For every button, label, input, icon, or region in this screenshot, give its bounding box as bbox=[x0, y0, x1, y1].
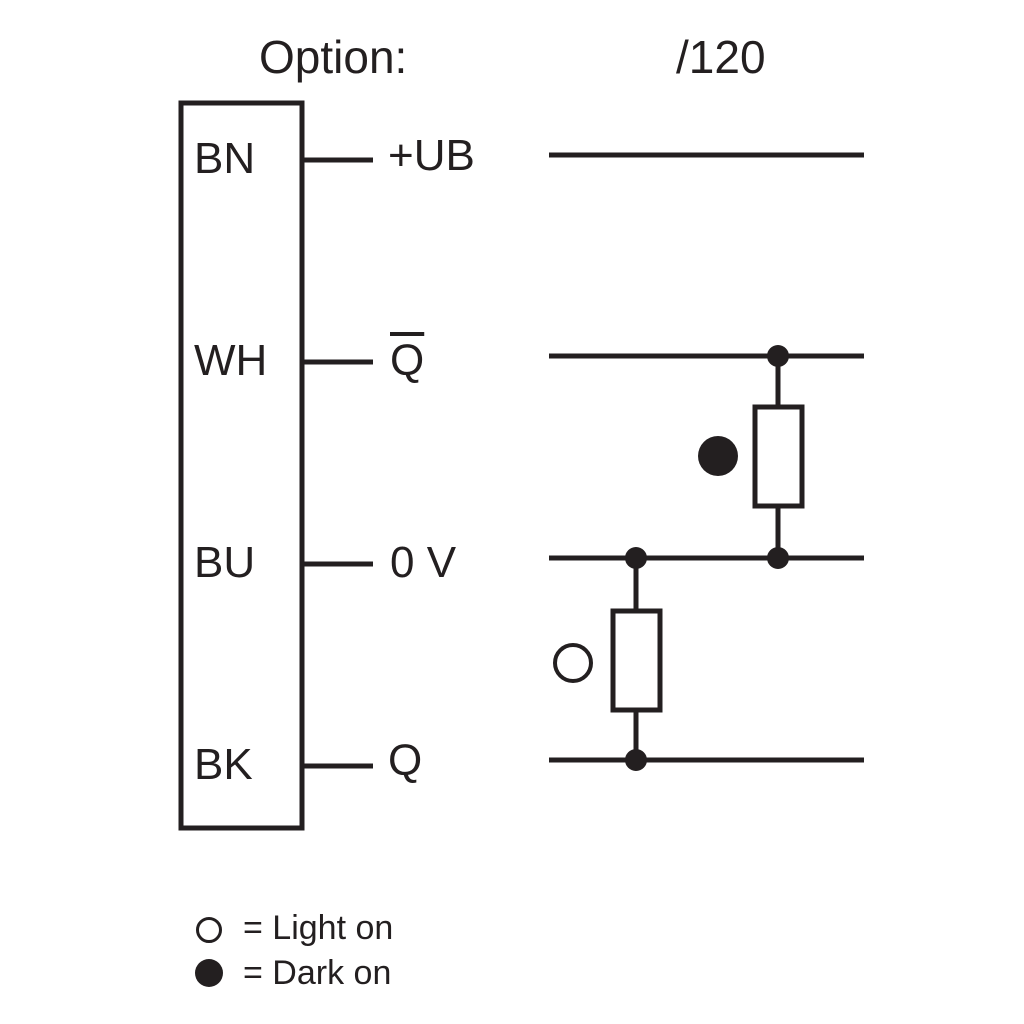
pin-label-wh: WH bbox=[194, 336, 268, 385]
filled-circle-icon bbox=[698, 436, 738, 476]
pin-label-bk: BK bbox=[194, 740, 253, 789]
filled-circle-icon bbox=[195, 959, 223, 987]
pin-label-bu: BU bbox=[194, 538, 256, 587]
junction-dot bbox=[767, 345, 789, 367]
load-resistor-dark-on bbox=[752, 404, 805, 509]
load-resistor-light-on bbox=[610, 608, 663, 713]
junction-dot bbox=[625, 547, 647, 569]
junction-dot bbox=[767, 547, 789, 569]
signal-label-ub: +UB bbox=[388, 131, 475, 180]
legend-dark-on: = Dark on bbox=[243, 954, 392, 992]
junction-dot bbox=[625, 749, 647, 771]
option-value: /120 bbox=[676, 31, 766, 83]
open-circle-icon bbox=[553, 643, 593, 683]
sensor-body bbox=[178, 100, 305, 831]
signal-label-q: Q bbox=[388, 736, 423, 785]
signal-label-q-bar: Q bbox=[390, 336, 425, 385]
signal-label-0v: 0 V bbox=[390, 538, 457, 587]
legend-light-on: = Light on bbox=[243, 909, 394, 947]
pin-label-bn: BN bbox=[194, 134, 256, 183]
option-label: Option: bbox=[259, 31, 408, 83]
open-circle-icon bbox=[196, 917, 222, 943]
